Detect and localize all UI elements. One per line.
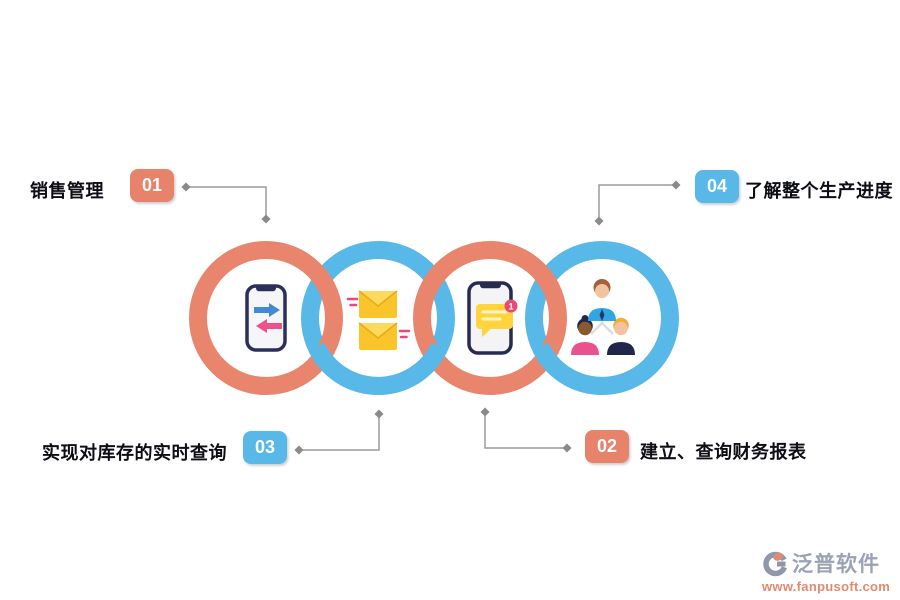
fanpu-logo-url: www.fanpusoft.com bbox=[762, 579, 891, 594]
mail-envelopes-icon bbox=[346, 290, 411, 350]
speed-lines bbox=[346, 297, 411, 339]
fanpu-logo-text: 泛普软件 bbox=[792, 553, 880, 576]
connector-top-right bbox=[598, 184, 676, 221]
chat-bubble bbox=[476, 304, 513, 329]
fanpu-logo-icon bbox=[763, 551, 789, 576]
connector-bottom-left bbox=[299, 414, 380, 451]
label-step-04: 了解整个生产进度 bbox=[745, 181, 893, 201]
ring-2-overlap-arc bbox=[308, 342, 448, 395]
fanpu-logo: 泛普软件 www.fanpusoft.com bbox=[762, 548, 898, 594]
badge-step-03: 03 bbox=[243, 431, 287, 464]
badge-step-01: 01 bbox=[130, 169, 174, 202]
label-step-02: 建立、查询财务报表 bbox=[640, 442, 807, 462]
phone-chat-icon: 1 bbox=[467, 281, 518, 355]
ring-3-chat bbox=[413, 241, 567, 395]
phone-transfer-icon bbox=[245, 284, 287, 352]
badge-step-02: 02 bbox=[585, 430, 629, 463]
label-step-03: 实现对库存的实时查询 bbox=[42, 443, 227, 463]
person-right bbox=[607, 317, 635, 355]
phone-notch bbox=[256, 284, 276, 292]
badge-step-04: 04 bbox=[695, 170, 739, 203]
connector-top-left bbox=[186, 186, 267, 219]
envelope-bottom bbox=[358, 322, 398, 350]
notification-badge bbox=[504, 299, 518, 313]
arrow-left-icon bbox=[256, 319, 282, 333]
label-step-01: 销售管理 bbox=[30, 181, 104, 201]
team-orgchart-icon bbox=[571, 279, 635, 355]
ring-1-phone bbox=[189, 241, 343, 395]
connector-bottom-right bbox=[484, 412, 567, 449]
envelope-top bbox=[358, 290, 398, 318]
phone-notch bbox=[480, 281, 501, 289]
connector-diamond-endpoints bbox=[181, 180, 681, 455]
chat-bubble-lines bbox=[481, 310, 508, 321]
ring-4-overlap-arc bbox=[532, 342, 672, 395]
notification-count: 1 bbox=[508, 301, 513, 311]
person-left bbox=[571, 315, 599, 355]
person-top bbox=[588, 279, 616, 321]
arrow-right-icon bbox=[254, 303, 280, 317]
